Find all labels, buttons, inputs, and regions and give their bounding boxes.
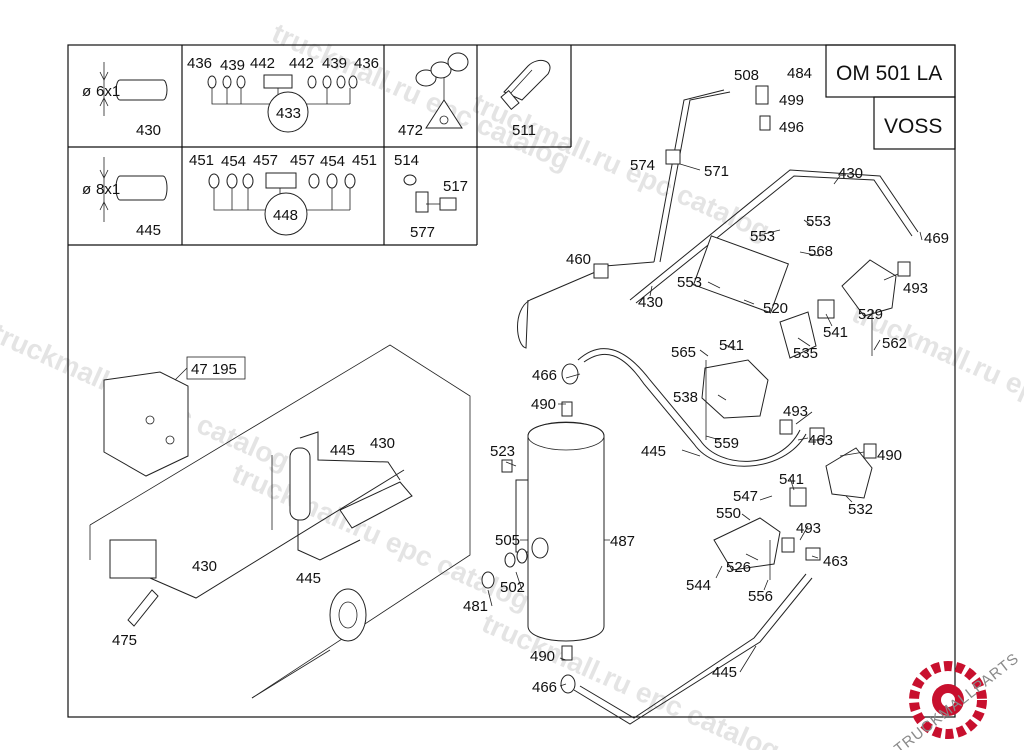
- callout: 475: [112, 632, 137, 649]
- callout: 490: [530, 648, 555, 665]
- callout: 562: [882, 335, 907, 352]
- part-439: 439: [220, 57, 245, 74]
- vehicle-frame-sketch: [89, 344, 471, 699]
- diagram-frame: [67, 44, 956, 718]
- legend-cell-472: 472: [398, 52, 469, 139]
- callout: 535: [793, 345, 818, 362]
- callout: 463: [823, 553, 848, 570]
- pipe-dim-8x1: 8x1: [96, 181, 120, 198]
- watermark: truckmall.ru epc catalog: [478, 607, 785, 750]
- callout: 493: [903, 280, 928, 297]
- part-436: 436: [354, 55, 379, 72]
- callout: 508: [734, 67, 759, 84]
- callout: 553: [806, 213, 831, 230]
- callout: 496: [779, 119, 804, 136]
- legend-cell-577: 514 517 577: [394, 152, 468, 241]
- legend-cell-445: 8x1 ø 445: [82, 157, 168, 239]
- callout: 463: [808, 432, 833, 449]
- brand-box: [873, 96, 956, 150]
- part-451: 451: [189, 152, 214, 169]
- kit-577: 577: [410, 224, 435, 241]
- callout: 502: [500, 579, 525, 596]
- callout: 445: [712, 664, 737, 681]
- engine-code: OM 501 LA: [836, 62, 942, 85]
- part-457: 457: [253, 152, 278, 169]
- callout: 481: [463, 598, 488, 615]
- legend-cell-511: 511: [500, 59, 551, 139]
- part-439: 439: [322, 55, 347, 72]
- part-436: 436: [187, 55, 212, 72]
- callout: 541: [823, 324, 848, 341]
- callout: 538: [673, 389, 698, 406]
- kit-448: 448: [273, 207, 298, 224]
- part-454: 454: [320, 153, 345, 170]
- callout: 556: [748, 588, 773, 605]
- pipe-dim-6x1: 6x1: [96, 83, 120, 100]
- air-reservoir: [515, 401, 605, 661]
- callout: 568: [808, 243, 833, 260]
- callout: 490: [531, 396, 556, 413]
- callout: 430: [838, 165, 863, 182]
- callout: 484: [787, 65, 812, 82]
- callout: 445: [330, 442, 355, 459]
- brand-name: VOSS: [884, 115, 942, 138]
- callout: 445: [641, 443, 666, 460]
- part-445: 445: [136, 222, 161, 239]
- callout: 532: [848, 501, 873, 518]
- callout: 571: [704, 163, 729, 180]
- part-457: 457: [290, 152, 315, 169]
- callout: 445: [296, 570, 321, 587]
- callout: 430: [192, 558, 217, 575]
- callout: 466: [532, 367, 557, 384]
- part-514: 514: [394, 152, 419, 169]
- callout: 529: [858, 306, 883, 323]
- callout: 574: [630, 157, 655, 174]
- legend-cell-430: 6x1 ø 430: [82, 62, 168, 139]
- callout: 490: [877, 447, 902, 464]
- callout: 499: [779, 92, 804, 109]
- part-517: 517: [443, 178, 468, 195]
- air-piping: [517, 89, 919, 725]
- callout: 550: [716, 505, 741, 522]
- part-451: 451: [352, 152, 377, 169]
- callout: 47 195: [191, 361, 237, 378]
- callout: 523: [490, 443, 515, 460]
- callout-labels: 508 484 499 496 574 571 430 469 553 553 …: [112, 65, 949, 696]
- kit-433: 433: [276, 105, 301, 122]
- valve-assemblies: [481, 85, 911, 694]
- truckmall-logo: TRUCKMALLPARTS: [891, 650, 1022, 750]
- callout: 430: [370, 435, 395, 452]
- callout: 553: [750, 228, 775, 245]
- callout: 565: [671, 344, 696, 361]
- callout: 460: [566, 251, 591, 268]
- callout: 430: [638, 294, 663, 311]
- callout: 541: [719, 337, 744, 354]
- part-454: 454: [221, 153, 246, 170]
- callout: 526: [726, 559, 751, 576]
- part-511: 511: [512, 122, 536, 139]
- callout: 469: [924, 230, 949, 247]
- phi-symbol: ø: [82, 83, 91, 100]
- part-442: 442: [289, 55, 314, 72]
- callout: 547: [733, 488, 758, 505]
- leader-lines: [487, 163, 923, 687]
- callout: 493: [796, 520, 821, 537]
- callout: 487: [610, 533, 635, 550]
- callout: 520: [763, 300, 788, 317]
- callout: 505: [495, 532, 520, 549]
- legend-cell-448: 451 454 457 457 454 451 448: [189, 152, 377, 236]
- part-430: 430: [136, 122, 161, 139]
- legend-grid: [68, 45, 572, 246]
- callout: 559: [714, 435, 739, 452]
- callout: 553: [677, 274, 702, 291]
- callout: 544: [686, 577, 711, 594]
- legend-cell-433: 436 439 442 442 439 436 433: [187, 55, 379, 133]
- callout: 466: [532, 679, 557, 696]
- phi-symbol: ø: [82, 181, 91, 198]
- callout: 493: [783, 403, 808, 420]
- part-442: 442: [250, 55, 275, 72]
- part-472: 472: [398, 122, 423, 139]
- callout: 541: [779, 471, 804, 488]
